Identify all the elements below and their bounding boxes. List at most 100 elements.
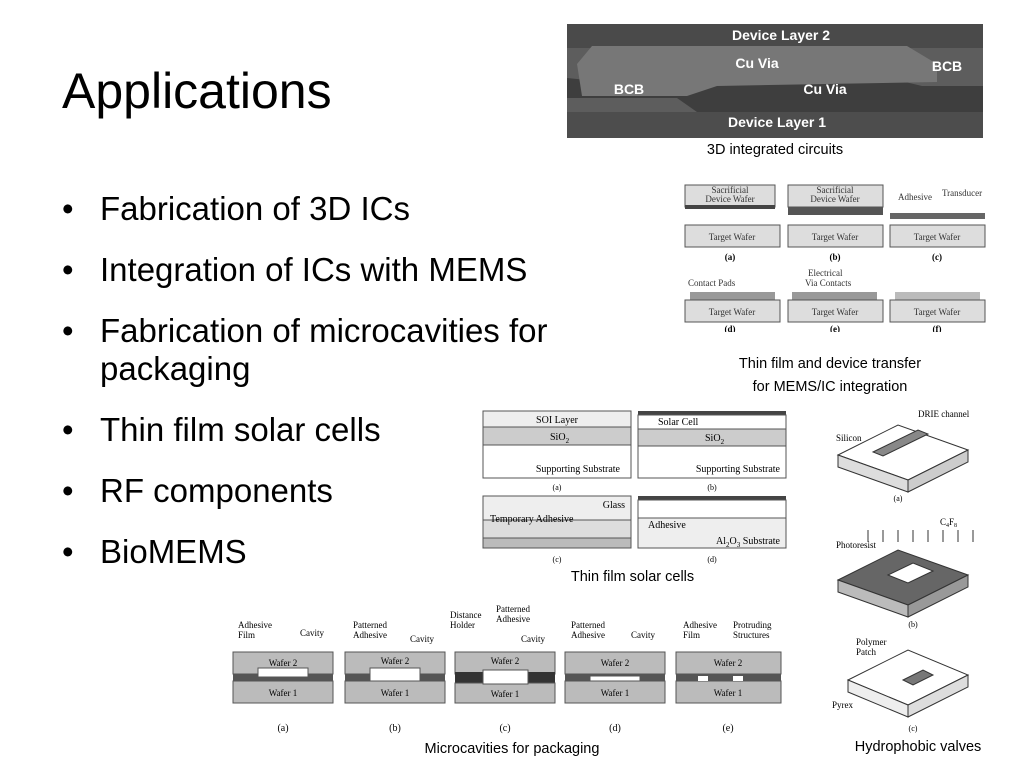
- svg-text:Wafer 1: Wafer 1: [601, 688, 630, 698]
- caption-solar-cells: Thin film solar cells: [570, 569, 695, 585]
- svg-text:Target Wafer: Target Wafer: [914, 232, 961, 242]
- svg-text:Adhesive: Adhesive: [238, 620, 272, 630]
- bullet-text: Thin film solar cells: [100, 411, 381, 448]
- svg-text:Target Wafer: Target Wafer: [812, 232, 859, 242]
- svg-text:Patch: Patch: [856, 647, 876, 657]
- cavity-panel-a: Wafer 2 Wafer 1 Adhesive Film Cavity (a): [232, 620, 334, 734]
- svg-text:Protruding: Protruding: [733, 620, 772, 630]
- svg-text:SiO2: SiO2: [705, 433, 725, 446]
- svg-text:Film: Film: [683, 630, 700, 640]
- bullet-text: RF components: [100, 472, 333, 509]
- svg-text:Adhesive: Adhesive: [571, 630, 605, 640]
- svg-text:Polymer: Polymer: [856, 637, 887, 647]
- svg-text:Target Wafer: Target Wafer: [914, 307, 961, 317]
- svg-text:BCB: BCB: [614, 81, 644, 97]
- svg-text:Electrical: Electrical: [808, 268, 843, 278]
- svg-text:(a): (a): [553, 483, 562, 492]
- svg-text:(f): (f): [933, 324, 942, 332]
- svg-text:Photoresist: Photoresist: [836, 540, 877, 550]
- svg-text:Wafer 2: Wafer 2: [491, 656, 520, 666]
- svg-text:(c): (c): [932, 252, 942, 262]
- svg-text:Patterned: Patterned: [353, 620, 387, 630]
- svg-text:Target Wafer: Target Wafer: [709, 307, 756, 317]
- svg-text:Patterned: Patterned: [571, 620, 605, 630]
- svg-text:Cu Via: Cu Via: [735, 55, 779, 71]
- svg-text:Device Wafer: Device Wafer: [810, 194, 859, 204]
- bullet-text: BioMEMS: [100, 533, 247, 570]
- svg-text:Adhesive: Adhesive: [898, 192, 932, 202]
- bullet-list: •Fabrication of 3D ICs •Integration of I…: [62, 190, 662, 594]
- bullet-text: Integration of ICs with MEMS: [100, 251, 528, 288]
- svg-text:Wafer 1: Wafer 1: [269, 688, 298, 698]
- bullet-text: Fabrication of microcavities for packagi…: [100, 312, 548, 387]
- svg-text:Adhesive: Adhesive: [353, 630, 387, 640]
- svg-text:Glass: Glass: [603, 500, 625, 511]
- svg-text:Solar Cell: Solar Cell: [658, 417, 698, 428]
- svg-text:(b): (b): [707, 483, 717, 492]
- svg-text:SiO2: SiO2: [550, 432, 570, 445]
- bullet-item: •Fabrication of microcavities for packag…: [62, 312, 548, 387]
- device-transfer-diagram: Sacrificial Device Wafer Target Wafer (a…: [684, 184, 986, 332]
- svg-text:Patterned: Patterned: [496, 604, 530, 614]
- cavity-panel-b: Wafer 2 Wafer 1 Patterned Adhesive Cavit…: [344, 620, 446, 734]
- svg-text:Film: Film: [238, 630, 255, 640]
- svg-text:Wafer 1: Wafer 1: [714, 688, 743, 698]
- bullet-item: •RF components: [62, 472, 333, 509]
- svg-text:(c): (c): [499, 723, 510, 734]
- caption-3d-ic: 3D integrated circuits: [706, 142, 844, 158]
- svg-text:Adhesive: Adhesive: [496, 614, 530, 624]
- svg-text:(c): (c): [553, 555, 562, 564]
- svg-text:Transducer: Transducer: [942, 188, 982, 198]
- svg-text:DRIE channel: DRIE channel: [918, 409, 970, 419]
- svg-text:Via Contacts: Via Contacts: [805, 278, 852, 288]
- svg-text:Target Wafer: Target Wafer: [812, 307, 859, 317]
- svg-text:Wafer 1: Wafer 1: [381, 688, 410, 698]
- svg-text:Cavity: Cavity: [300, 628, 324, 638]
- svg-text:Device Wafer: Device Wafer: [705, 194, 754, 204]
- svg-text:Wafer 2: Wafer 2: [269, 658, 298, 668]
- svg-text:Target Wafer: Target Wafer: [709, 232, 756, 242]
- svg-text:Sacrificial: Sacrificial: [817, 185, 854, 195]
- svg-text:C4F8: C4F8: [940, 517, 957, 529]
- svg-text:Cu Via: Cu Via: [803, 81, 847, 97]
- cavity-panel-c: Wafer 2 Wafer 1 Distance Holder Patterne…: [450, 604, 556, 734]
- svg-text:Sacrificial: Sacrificial: [712, 185, 749, 195]
- svg-text:Cavity: Cavity: [631, 630, 655, 640]
- svg-text:BCB: BCB: [932, 58, 962, 74]
- svg-text:(e): (e): [722, 723, 733, 734]
- svg-text:(a): (a): [894, 494, 903, 503]
- svg-text:(c): (c): [909, 724, 918, 733]
- svg-text:(b): (b): [830, 252, 841, 262]
- svg-text:Supporting Substrate: Supporting Substrate: [696, 464, 781, 475]
- svg-text:(d): (d): [707, 555, 717, 564]
- hydrophobic-valves-diagram: DRIE channel Silicon (a) C4F8 Photoresis…: [832, 409, 974, 733]
- svg-text:SOI Layer: SOI Layer: [536, 415, 579, 426]
- 3d-ic-micrograph: Device Layer 2 Cu Via BCB BCB Cu Via Dev…: [567, 24, 983, 138]
- svg-text:Device Layer 1: Device Layer 1: [728, 114, 826, 130]
- svg-text:Wafer 2: Wafer 2: [381, 656, 410, 666]
- svg-text:(a): (a): [725, 252, 736, 262]
- svg-text:Adhesive: Adhesive: [683, 620, 717, 630]
- cavity-panel-d: Wafer 2 Wafer 1 Patterned Adhesive Cavit…: [564, 620, 666, 734]
- svg-text:(a): (a): [277, 723, 288, 734]
- svg-text:Adhesive: Adhesive: [648, 520, 686, 531]
- cavity-panel-e: Wafer 2 Wafer 1 Adhesive Film Protruding…: [675, 620, 782, 734]
- svg-text:Holder: Holder: [450, 620, 475, 630]
- svg-text:(d): (d): [725, 324, 736, 332]
- slide-title: Applications: [62, 63, 332, 119]
- svg-text:(b): (b): [389, 723, 401, 734]
- caption-device-transfer-line2: for MEMS/IC integration: [752, 379, 908, 395]
- caption-hydrophobic-valves: Hydrophobic valves: [854, 739, 982, 755]
- svg-text:Cavity: Cavity: [410, 634, 434, 644]
- microcavities-diagram: Wafer 2 Wafer 1 Adhesive Film Cavity (a)…: [232, 604, 782, 734]
- svg-text:Silicon: Silicon: [836, 433, 862, 443]
- solar-cell-diagram: SOI Layer SiO2 Supporting Substrate (a) …: [482, 410, 787, 564]
- bullet-item: •Integration of ICs with MEMS: [62, 251, 528, 288]
- svg-text:Distance: Distance: [450, 610, 482, 620]
- svg-text:(d): (d): [609, 723, 621, 734]
- svg-text:Supporting Substrate: Supporting Substrate: [536, 464, 621, 475]
- svg-text:(b): (b): [908, 620, 918, 629]
- svg-text:(e): (e): [830, 324, 840, 332]
- bullet-text: Fabrication of 3D ICs: [100, 190, 410, 227]
- svg-text:Wafer 1: Wafer 1: [491, 689, 520, 699]
